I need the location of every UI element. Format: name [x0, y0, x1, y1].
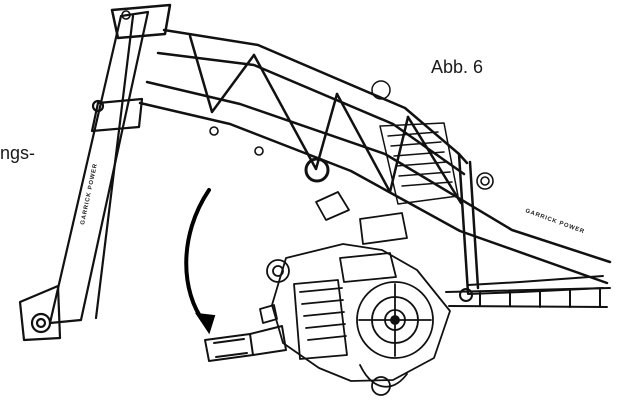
fork-outer [48, 10, 150, 325]
engine-block [259, 191, 451, 396]
fork-clamp [90, 97, 144, 133]
arrow-head [194, 312, 216, 335]
truss-diagonal-4 [406, 115, 463, 205]
engine-carb [359, 212, 408, 245]
cylinder-head [293, 279, 348, 360]
engine-top-mount [315, 191, 350, 221]
engine-outer [271, 243, 451, 382]
fork-bottom-bolt-center [35, 317, 47, 329]
exhaust-lines [213, 338, 248, 358]
fork-bottom-bracket [18, 284, 62, 342]
frame-bolt-3 [254, 146, 264, 156]
engine-bottom-curve [359, 364, 408, 388]
frame-bolt-1 [121, 10, 131, 20]
figure-label: Abb. 6 [431, 57, 484, 77]
engine-mount-bolt [266, 259, 290, 283]
fork-brand-text: GARRICK POWER [80, 163, 99, 226]
frame-bolt-2 [209, 126, 219, 136]
upper-main-tube [162, 28, 469, 165]
swingarm-grid [479, 288, 601, 308]
intake-port [259, 304, 278, 324]
truss-diagonal-3 [335, 92, 410, 194]
exhaust-neck [249, 325, 287, 356]
fork-clamp-bolt [91, 99, 105, 113]
radiator-outline [379, 122, 459, 205]
cylinder-fins [299, 287, 347, 341]
rear-brand-text: GARRICK POWER [524, 208, 585, 235]
vertical-support-inner [468, 160, 480, 290]
swingarm-upper [467, 275, 604, 295]
rear-swingarm [445, 275, 611, 308]
frame-tubes [110, 3, 612, 295]
truss-diagonal-2 [252, 53, 339, 171]
front-fork [18, 10, 150, 342]
vertical-support [457, 152, 470, 295]
lower-long-tube-bottom [138, 101, 609, 285]
frame-bolt-4 [476, 172, 494, 190]
exhaust-pipe [204, 325, 287, 362]
lower-long-tube [145, 80, 612, 264]
engine-mount-bolt-inner [272, 265, 284, 277]
radiator-area [371, 80, 459, 205]
clutch-cross [358, 283, 432, 357]
truss-diagonal-1 [188, 34, 256, 114]
fork-bottom-bolt [30, 312, 52, 334]
frame-bolt-4-inner [480, 176, 490, 186]
steering-head [110, 3, 172, 40]
frame-bolts [121, 10, 494, 190]
swingarm-pivot [459, 288, 473, 302]
arrow-curve [184, 188, 211, 324]
swingarm-bottom [448, 305, 608, 308]
radiator-fins [387, 131, 453, 187]
clutch-cover [356, 281, 434, 359]
fork-inner-line [94, 14, 135, 320]
radiator-bolt [371, 80, 391, 100]
exhaust-end [204, 333, 254, 362]
highlight-circle [304, 157, 330, 183]
partial-callout-text: ngs- [0, 143, 36, 163]
rotation-arrow [184, 188, 216, 335]
engine-bottom-bolt [371, 376, 391, 396]
engine-side-box [339, 252, 397, 283]
